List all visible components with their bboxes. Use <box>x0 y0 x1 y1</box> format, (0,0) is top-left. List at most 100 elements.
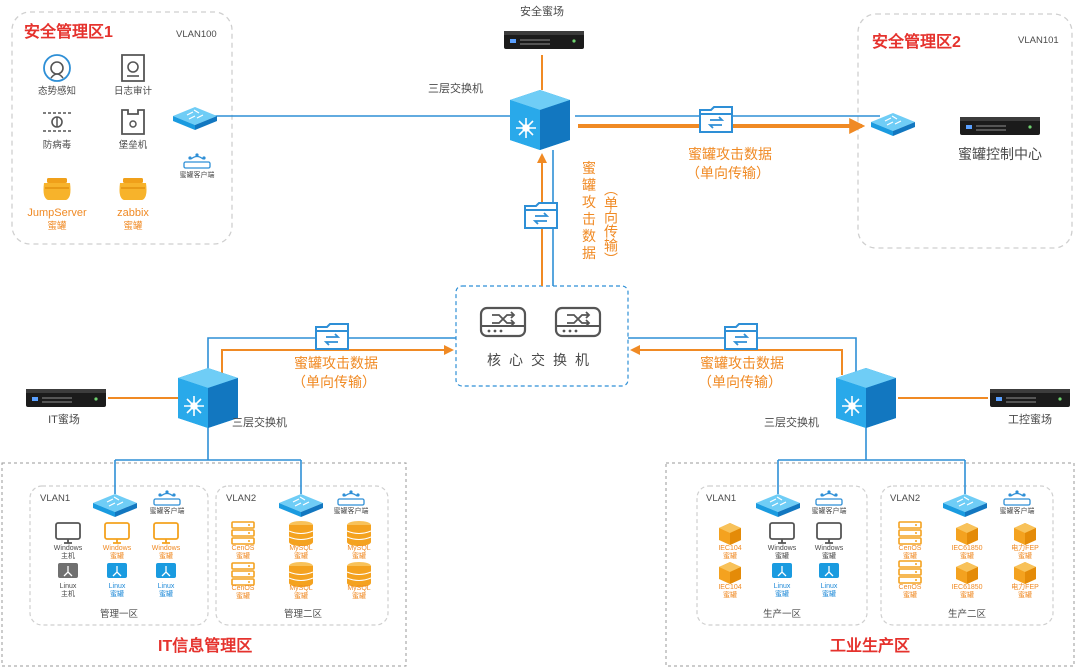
client-label: 蜜罐客户端 <box>149 508 185 515</box>
zone-left-box <box>11 11 233 245</box>
device-l1: MySQL <box>289 585 313 592</box>
device-l1: Windows <box>53 545 83 552</box>
ind-zone-box <box>665 462 1075 667</box>
zone-right-vlan: VLAN101 <box>1018 35 1059 46</box>
vlan-label: VLAN2 <box>890 493 921 504</box>
left-flow-line1: 蜜罐攻击数据 <box>294 355 378 371</box>
client-icon <box>1003 489 1031 506</box>
device-l2: 蜜罐 <box>959 553 974 561</box>
honeypot-name: zabbix <box>117 207 149 219</box>
honeypot-icon <box>42 177 72 201</box>
situational-awareness-icon <box>43 54 71 82</box>
device-l1: CenOS <box>898 584 922 591</box>
bastion-host-icon <box>121 109 145 135</box>
device-l2: 蜜罐 <box>722 553 737 561</box>
device-l2: 蜜罐 <box>109 591 124 599</box>
device-l1: Windows <box>102 545 132 552</box>
server-icon <box>990 389 1070 407</box>
folder-icon <box>315 323 349 350</box>
device-l2: 蜜罐 <box>158 591 173 599</box>
honeypot-sub: 蜜罐 <box>123 221 143 232</box>
device-l2: 蜜罐 <box>294 593 308 601</box>
switch-icon <box>942 493 988 518</box>
device-l2: 蜜罐 <box>236 593 250 601</box>
device-l1: IEC61850 <box>951 545 983 552</box>
device-l2: 蜜罐 <box>236 553 250 561</box>
device-l2: 蜜罐 <box>722 592 737 600</box>
switch-icon <box>92 493 138 518</box>
device-l1: CenOS <box>231 585 255 592</box>
device-l2: 蜜罐 <box>159 553 173 561</box>
device-l1: IEC104 <box>718 545 742 552</box>
device-l1: Linux <box>773 583 791 590</box>
device-l2: 蜜罐 <box>352 593 366 601</box>
item-label: 日志审计 <box>113 86 153 97</box>
device-l2: 蜜罐 <box>775 553 789 561</box>
client-label: 蜜罐客户端 <box>179 172 215 179</box>
server-icon <box>504 31 584 49</box>
top-server-label: 安全蜜场 <box>520 6 564 18</box>
left-switch-label: 三层交换机 <box>232 417 287 429</box>
device-l2: 蜜罐 <box>903 592 917 600</box>
client-label: 蜜罐客户端 <box>999 508 1035 515</box>
client-icon <box>153 489 181 506</box>
right-flow-line1: 蜜罐攻击数据 <box>700 355 784 371</box>
client-label: 蜜罐客户端 <box>811 508 847 515</box>
client-icon <box>337 489 365 506</box>
device-l1: Windows <box>814 545 844 552</box>
right-switch-label: 三层交换机 <box>764 417 819 429</box>
sub-zone-label: 生产一区 <box>762 609 802 620</box>
vertical-flow-main: 蜜罐攻击数据 <box>582 160 596 261</box>
core-switch-label: 核心交换机 <box>487 352 597 368</box>
device-l1: CenOS <box>898 545 922 552</box>
core-switch-icon <box>554 306 602 338</box>
vlan-label: VLAN1 <box>706 493 737 504</box>
top-flow-line1: 蜜罐攻击数据 <box>688 146 772 162</box>
client-icon <box>183 152 211 169</box>
sub-zone-label: 生产二区 <box>947 609 987 620</box>
honeypot-sub: 蜜罐 <box>47 221 67 232</box>
item-label: 防病毒 <box>42 140 72 151</box>
switch-icon <box>172 106 218 131</box>
switch-icon <box>278 493 324 518</box>
device-l2: 蜜罐 <box>294 553 308 561</box>
device-l1: 电力FEP <box>1011 584 1039 591</box>
sub-zone-label: 管理二区 <box>283 609 323 620</box>
server-icon <box>26 389 106 407</box>
device-l2: 蜜罐 <box>1018 553 1032 561</box>
folder-icon <box>699 106 733 133</box>
device-l2: 蜜罐 <box>1018 592 1032 600</box>
client-label: 蜜罐客户端 <box>333 508 369 515</box>
ics-field-label: 工控蜜场 <box>1008 414 1052 426</box>
device-l2: 主机 <box>60 591 75 599</box>
core-box <box>455 285 629 387</box>
device-l1: MySQL <box>347 545 371 552</box>
device-l1: Linux <box>59 583 77 590</box>
zone-left-vlan: VLAN100 <box>176 29 217 40</box>
device-l2: 蜜罐 <box>774 591 789 599</box>
switch-icon <box>509 89 571 151</box>
server-icon <box>960 117 1040 135</box>
device-l1: IEC104 <box>718 584 742 591</box>
it-zone-title: IT信息管理区 <box>158 638 253 655</box>
device-l1: MySQL <box>289 545 313 552</box>
device-l2: 蜜罐 <box>821 591 836 599</box>
device-l1: Linux <box>820 583 838 590</box>
log-audit-icon <box>121 54 145 82</box>
sub-zone-label: 管理一区 <box>99 609 139 620</box>
device-l1: CenOS <box>231 545 255 552</box>
it-zone-box <box>1 462 407 667</box>
control-center-label: 蜜罐控制中心 <box>958 146 1042 162</box>
top-flow-line2: （单向传输） <box>686 165 770 181</box>
client-icon <box>815 489 843 506</box>
device-l2: 蜜罐 <box>110 553 124 561</box>
device-l2: 蜜罐 <box>903 553 917 561</box>
it-field-label: IT蜜场 <box>48 414 80 426</box>
switch-icon <box>835 367 897 429</box>
folder-icon <box>724 323 758 350</box>
honeypot-name: JumpServer <box>27 207 87 219</box>
zone-left-title: 安全管理区1 <box>24 24 113 41</box>
device-l2: 主机 <box>61 553 75 561</box>
